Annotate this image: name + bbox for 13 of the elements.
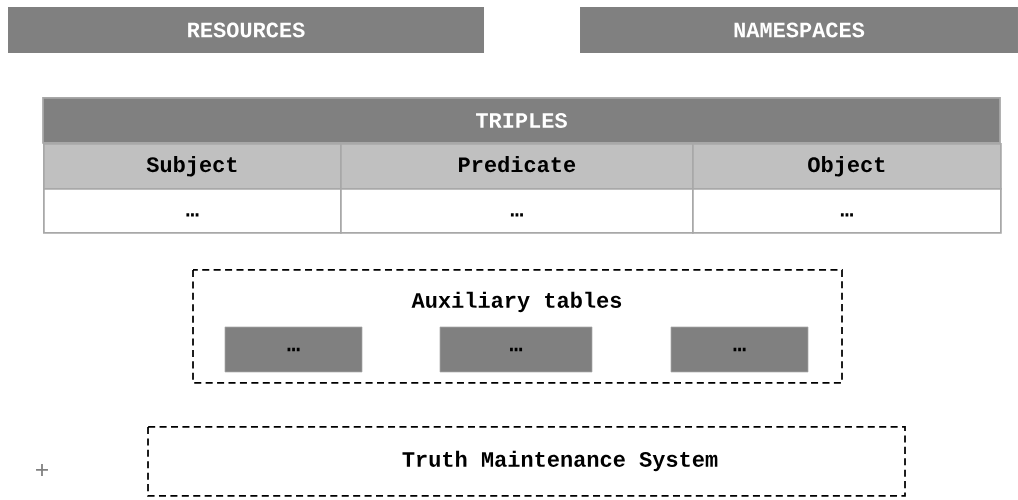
table-cell: Object [692, 143, 1002, 190]
table-box: … [439, 326, 593, 373]
header-bar: TRIPLES [42, 97, 1001, 144]
table-cell: … [43, 188, 342, 234]
table-box: … [670, 326, 809, 373]
table-cell: … [692, 188, 1002, 234]
plus-sign: + [36, 463, 48, 476]
dashed-box: Truth Maintenance System [147, 426, 906, 497]
table-cell: Subject [43, 143, 342, 190]
table-cell: Predicate [340, 143, 694, 190]
header-bar: NAMESPACES [580, 7, 1018, 53]
header-bar: RESOURCES [8, 7, 484, 53]
table-box: … [224, 326, 363, 373]
